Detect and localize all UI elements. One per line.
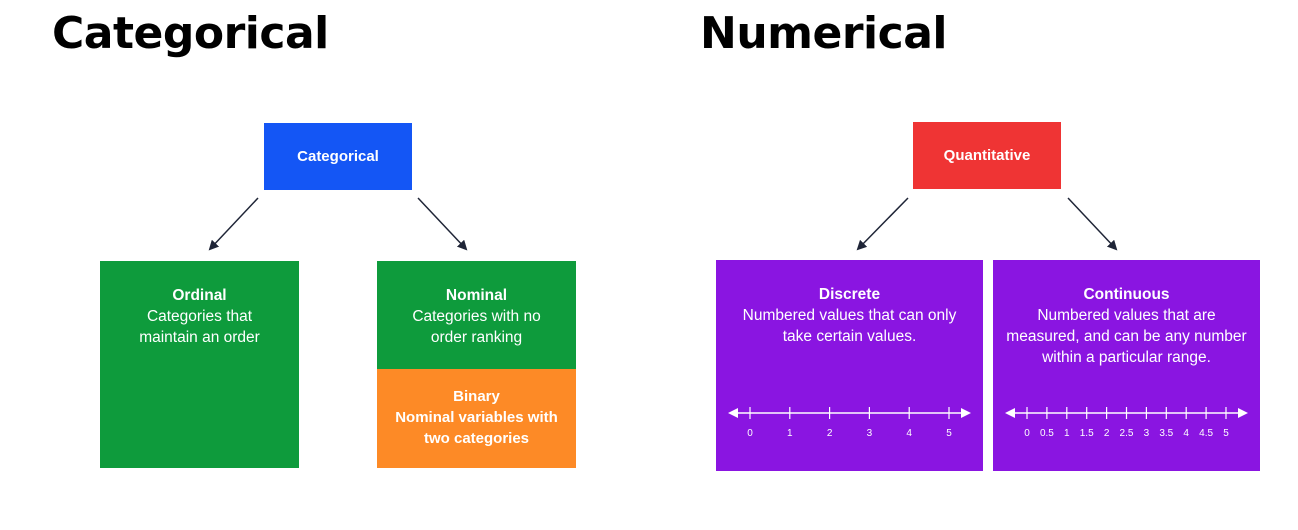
arrow-to-nominal bbox=[417, 197, 468, 251]
quantitative-root-box: Quantitative bbox=[913, 122, 1061, 189]
discrete-tick-label: 0 bbox=[747, 428, 753, 439]
continuous-tick-label: 4.5 bbox=[1199, 428, 1213, 439]
nominal-title: Nominal bbox=[445, 287, 508, 304]
quantitative-root-label: Quantitative bbox=[943, 147, 1031, 164]
continuous-tick-label: 2 bbox=[1104, 428, 1110, 439]
continuous-title: Continuous bbox=[1083, 286, 1170, 303]
continuous-tick-label: 2.5 bbox=[1120, 428, 1134, 439]
numerical-heading: Numerical bbox=[700, 8, 947, 59]
continuous-number-line: 0 0.5 1 1.5 2 2.5 3 3.5 4 4.5 5 bbox=[1005, 407, 1248, 439]
discrete-box: Discrete Numbered values that can only t… bbox=[716, 260, 983, 471]
categorical-heading: Categorical bbox=[52, 8, 329, 59]
continuous-tick-label: 5 bbox=[1223, 428, 1229, 439]
arrow-to-ordinal bbox=[208, 197, 259, 251]
discrete-number-line: 0 1 2 3 4 5 bbox=[728, 407, 971, 439]
discrete-right-arrowhead bbox=[961, 408, 971, 418]
continuous-box: Continuous Numbered values that are meas… bbox=[993, 260, 1260, 471]
binary-desc-line1: Nominal variables with bbox=[395, 409, 558, 426]
discrete-tick-label: 2 bbox=[827, 428, 833, 439]
arrow-to-continuous bbox=[1067, 197, 1118, 251]
discrete-tick-label: 1 bbox=[787, 428, 793, 439]
continuous-tick-label: 1.5 bbox=[1080, 428, 1094, 439]
continuous-tick-label: 3.5 bbox=[1159, 428, 1173, 439]
nominal-box: Nominal Categories with no order ranking bbox=[377, 261, 576, 369]
discrete-title: Discrete bbox=[818, 286, 881, 303]
discrete-desc: Numbered values that can only take certa… bbox=[742, 307, 957, 345]
continuous-left-arrowhead bbox=[1005, 408, 1015, 418]
continuous-right-arrowhead bbox=[1238, 408, 1248, 418]
continuous-tick-label: 4 bbox=[1183, 428, 1189, 439]
binary-title: Binary bbox=[453, 388, 500, 405]
nominal-desc: Categories with no order ranking bbox=[412, 308, 541, 346]
continuous-desc: Numbered values that are measured, and c… bbox=[1006, 307, 1247, 366]
continuous-tick-label: 0 bbox=[1024, 428, 1030, 439]
continuous-tick-label: 3 bbox=[1144, 428, 1150, 439]
continuous-tick-label: 1 bbox=[1064, 428, 1070, 439]
arrow-to-discrete bbox=[856, 197, 909, 251]
ordinal-title: Ordinal bbox=[172, 287, 227, 304]
binary-desc-line2: two categories bbox=[423, 430, 530, 447]
continuous-tick-label: 0.5 bbox=[1040, 428, 1054, 439]
ordinal-box: Ordinal Categories that maintain an orde… bbox=[100, 261, 299, 468]
discrete-tick-label: 4 bbox=[906, 428, 912, 439]
discrete-tick-label: 5 bbox=[946, 428, 952, 439]
categorical-root-box: Categorical bbox=[264, 123, 412, 190]
discrete-tick-label: 3 bbox=[867, 428, 873, 439]
ordinal-desc: Categories that maintain an order bbox=[139, 308, 260, 346]
discrete-left-arrowhead bbox=[728, 408, 738, 418]
categorical-root-label: Categorical bbox=[297, 148, 379, 165]
binary-box: Binary Nominal variables with two catego… bbox=[377, 369, 576, 468]
